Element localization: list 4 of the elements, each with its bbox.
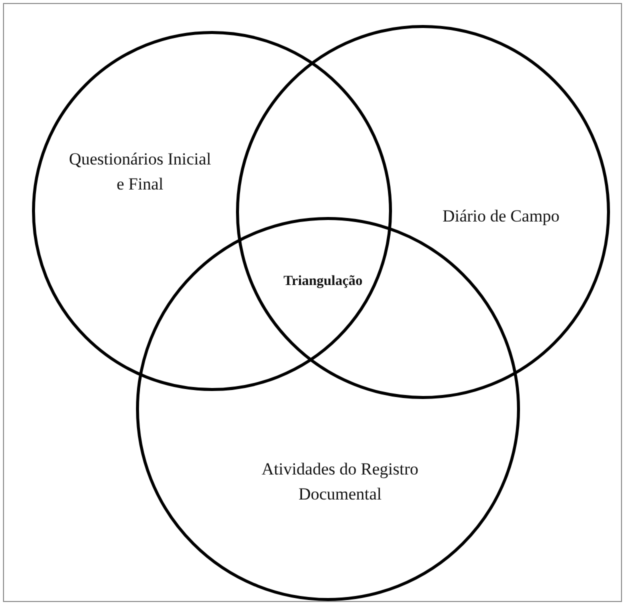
circle-label: Atividades do Registro Documental <box>260 458 420 505</box>
circle-label: Diário de Campo <box>441 206 561 228</box>
intersection-label: Triangulação <box>283 274 363 290</box>
circle-label: Questionários Inicial e Final <box>68 148 212 195</box>
